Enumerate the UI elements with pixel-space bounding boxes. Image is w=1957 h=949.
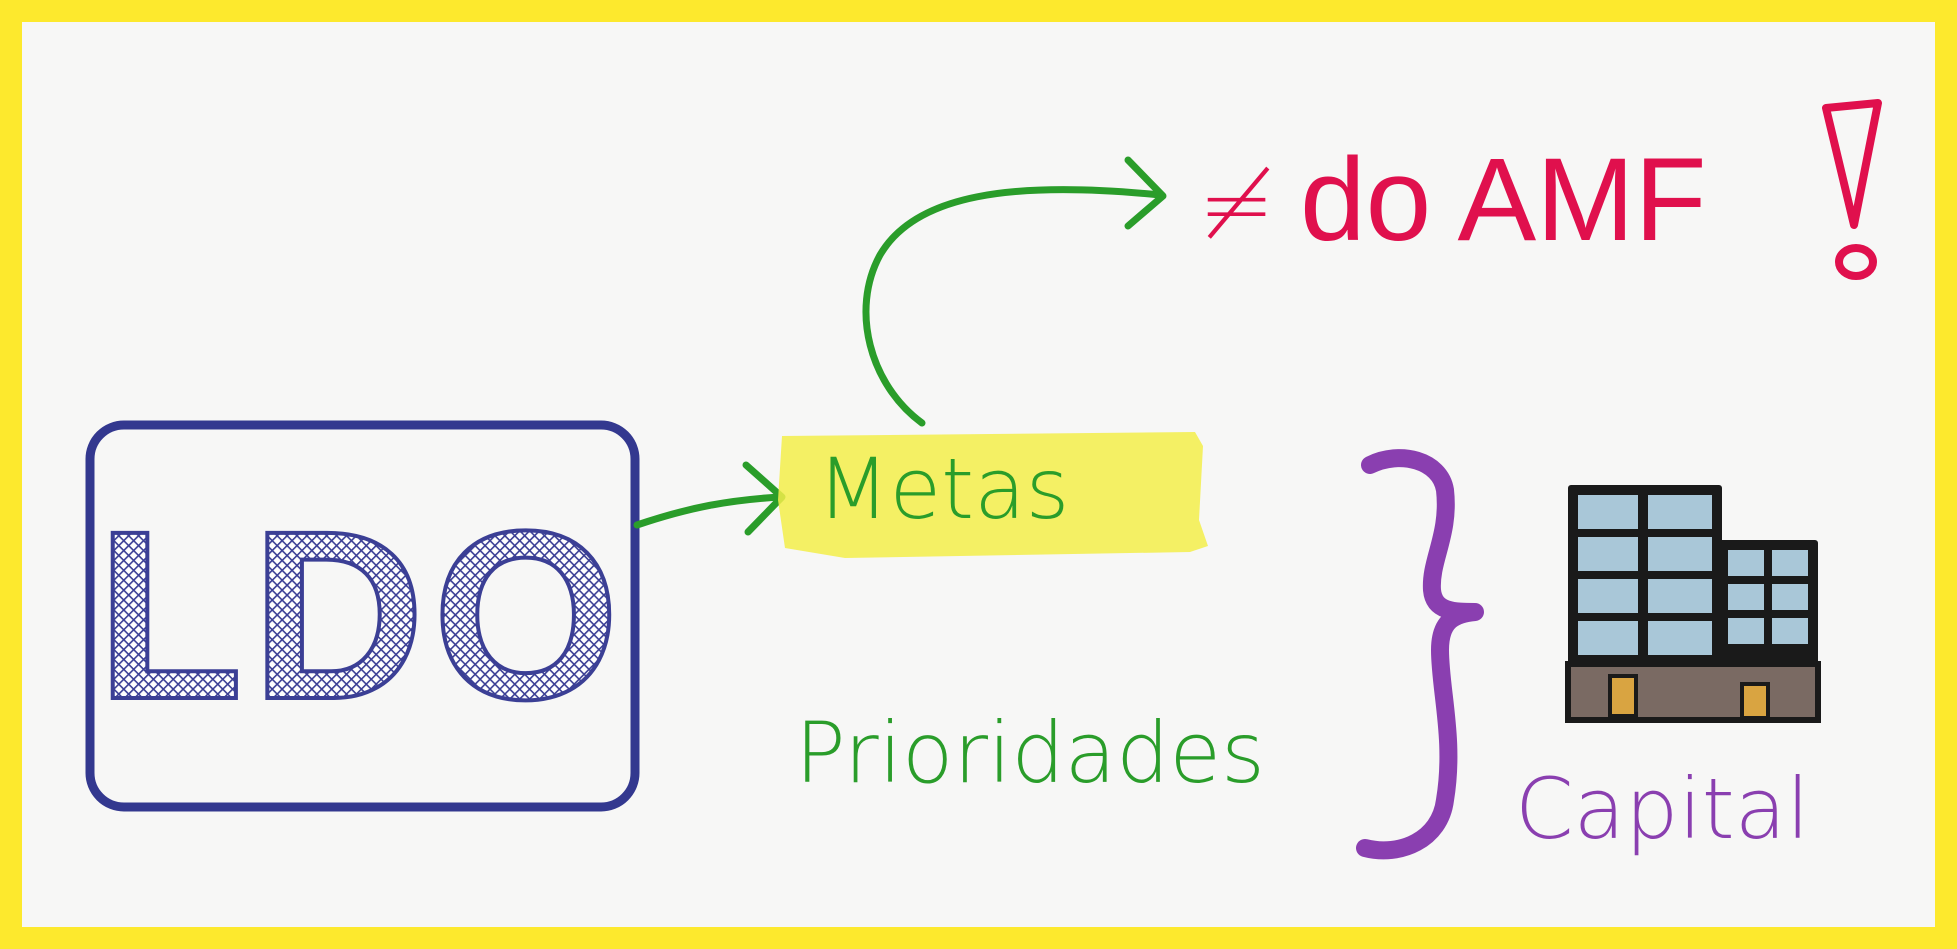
metas-highlight bbox=[778, 432, 1208, 558]
ldo-label: LDO bbox=[97, 481, 628, 749]
ldo-box-border bbox=[85, 420, 640, 812]
exclamation-icon bbox=[1822, 99, 1882, 280]
curly-brace-icon bbox=[1356, 449, 1484, 860]
metas-label: Metas bbox=[817, 440, 1069, 538]
arrow-metas-to-amf bbox=[862, 156, 1167, 427]
amf-label: do AMF bbox=[1300, 134, 1707, 266]
not-equal-symbol: ≠ bbox=[1198, 151, 1275, 258]
capital-label: Capital bbox=[1515, 760, 1810, 858]
ldo-box: LDO bbox=[85, 420, 640, 812]
prioridades-label: Prioridades bbox=[795, 704, 1265, 802]
building-icon bbox=[1565, 485, 1821, 723]
amf-note: ≠ do AMF bbox=[1198, 99, 1882, 280]
arrow-ldo-to-metas bbox=[633, 461, 786, 536]
metas-group: Metas bbox=[778, 432, 1208, 558]
